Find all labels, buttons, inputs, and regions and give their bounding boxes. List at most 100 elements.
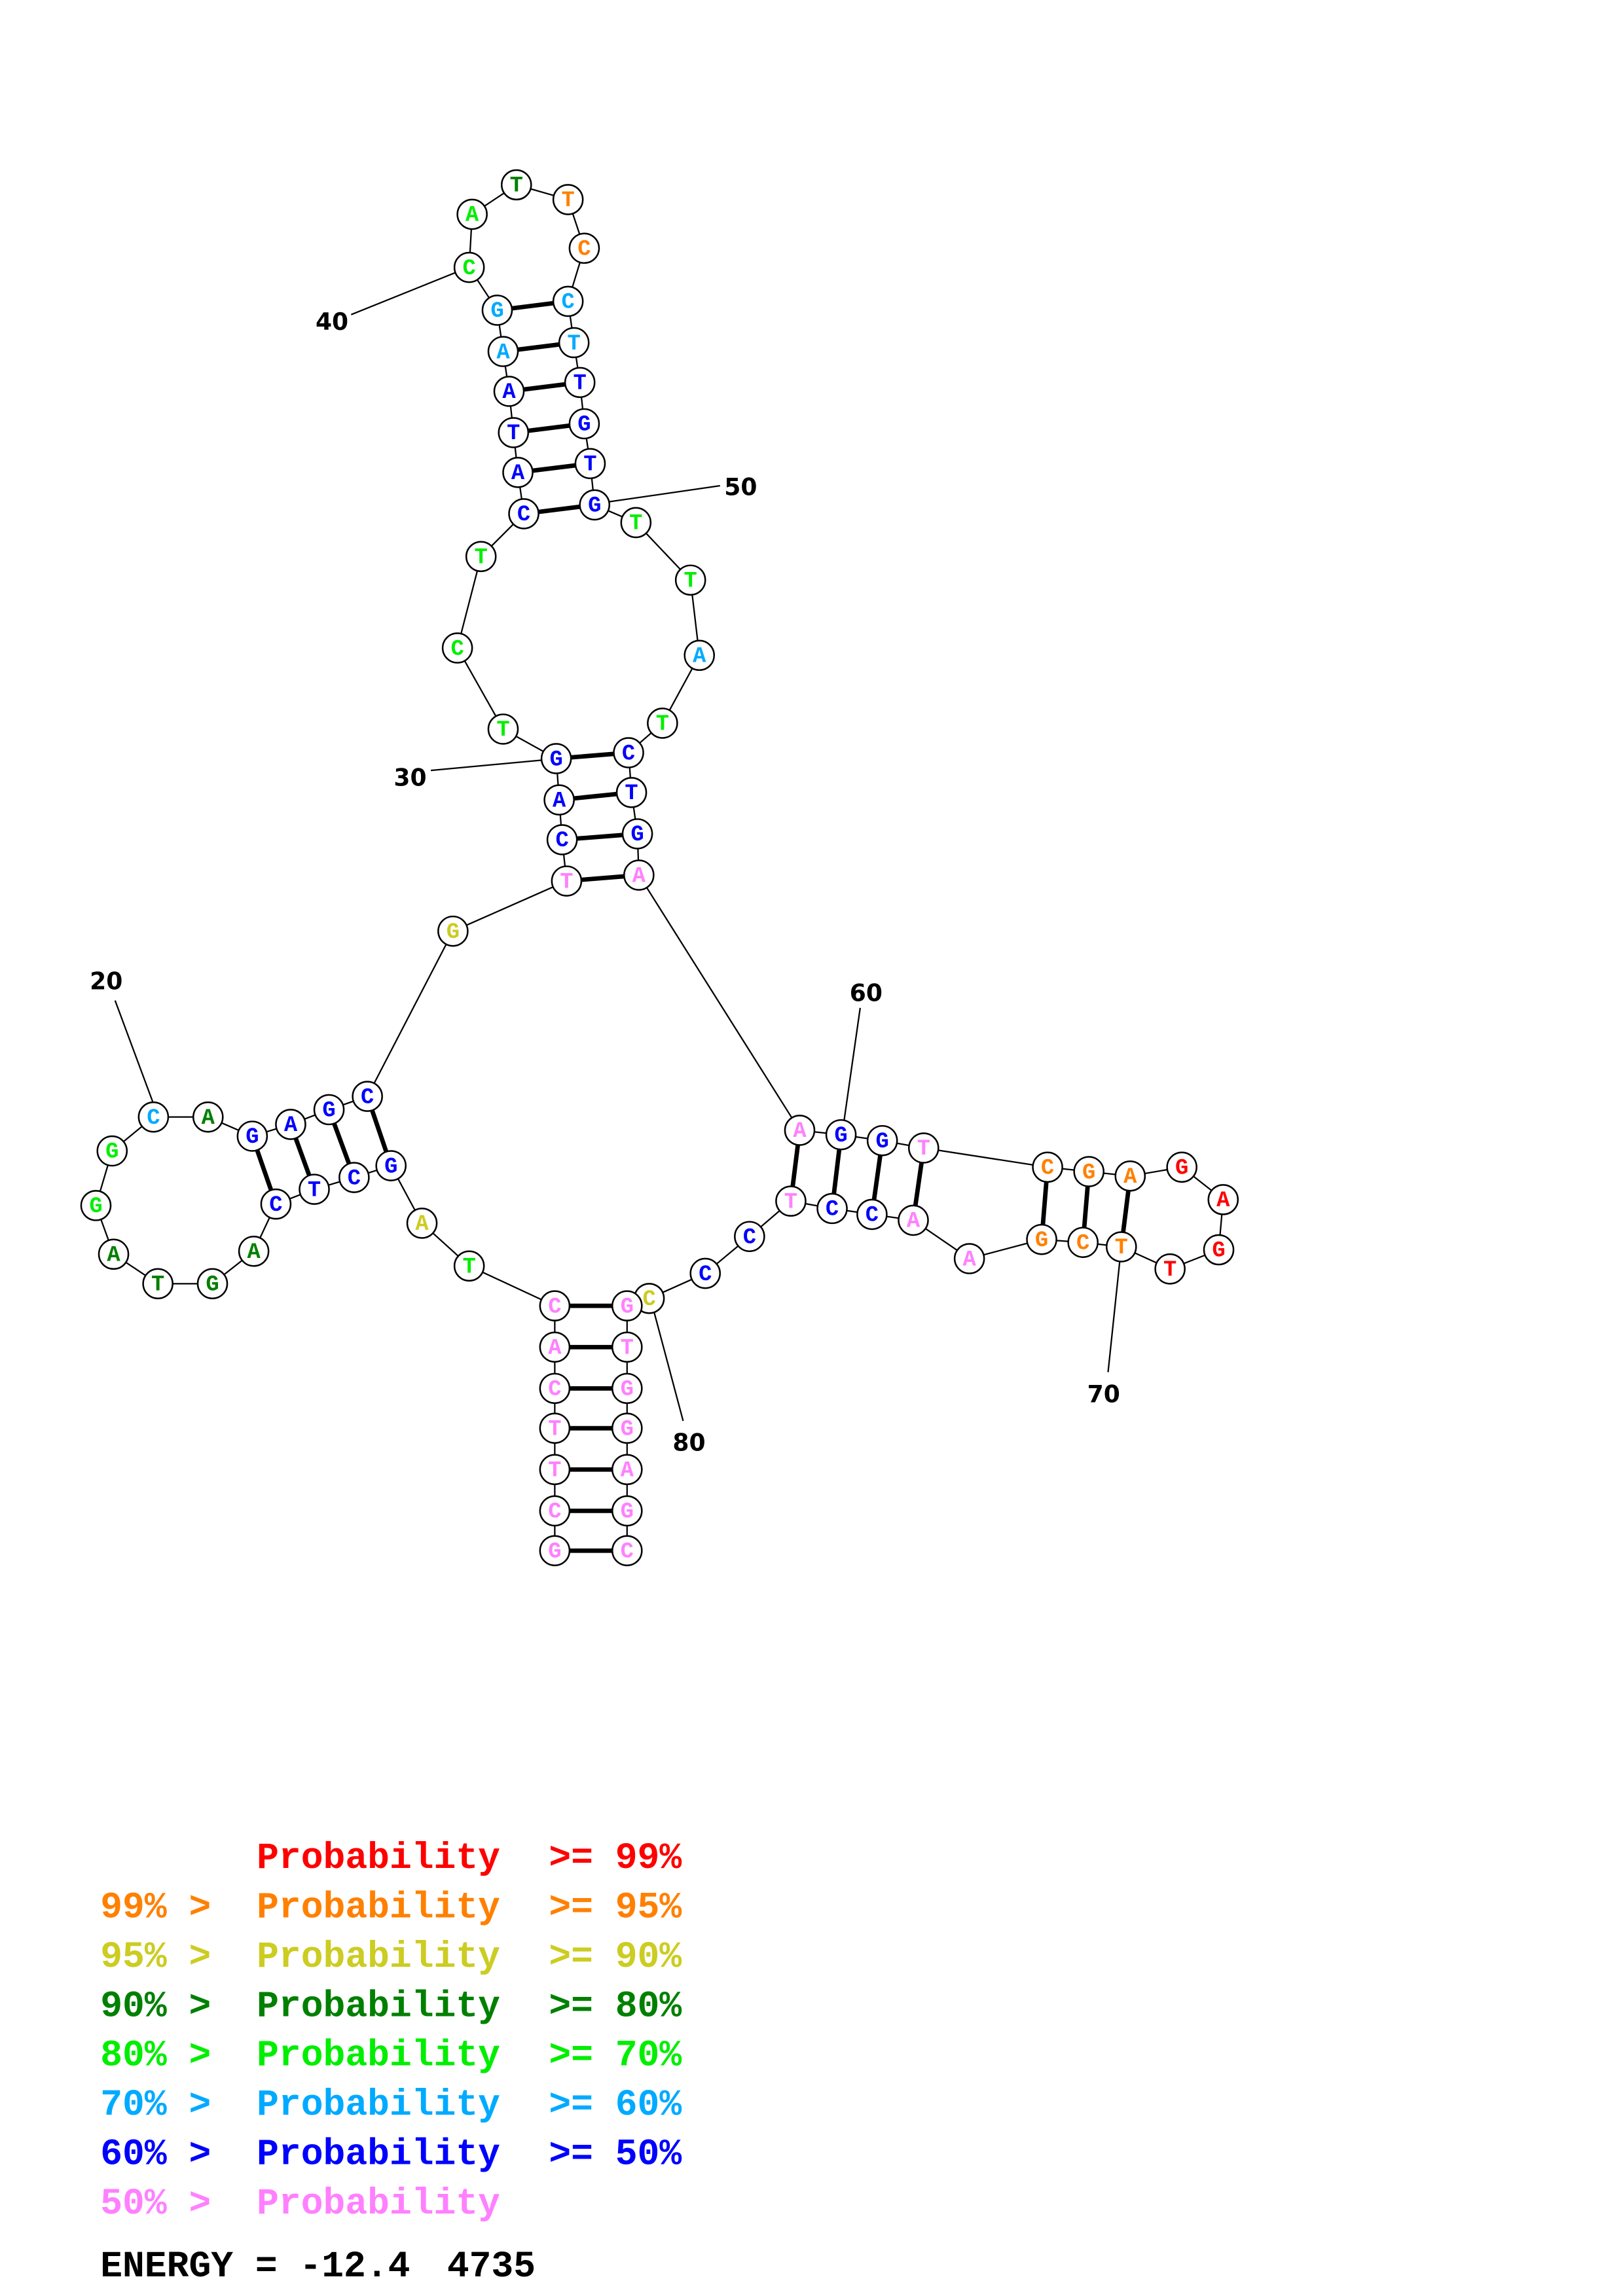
nucleotide-letter: C xyxy=(866,1204,879,1229)
backbone-segment xyxy=(469,1265,555,1307)
nucleotide-letter: A xyxy=(693,645,706,670)
nucleotide-circle xyxy=(574,448,606,480)
nucleotide: G xyxy=(313,1094,345,1126)
legend-threshold: >= 90% xyxy=(549,1936,682,1978)
nucleotide-circle xyxy=(98,1238,130,1270)
nucleotide-circle xyxy=(1114,1160,1146,1192)
nucleotide-circle xyxy=(543,784,575,816)
legend-entry: Probability >= 99% xyxy=(257,1837,682,1879)
position-label: 30 xyxy=(393,764,426,791)
nucleotide-circle xyxy=(568,232,600,264)
nucleotide-letter: T xyxy=(656,712,669,737)
nucleotide-letter: G xyxy=(1175,1157,1188,1181)
legend-prefix: 90% > xyxy=(100,1985,211,2027)
nucleotide: T xyxy=(299,1174,330,1205)
nucleotide: T xyxy=(487,713,519,745)
nucleotide: C xyxy=(613,737,644,768)
nucleotide: C xyxy=(441,632,473,664)
nucleotide-letter: A xyxy=(1216,1189,1230,1213)
nucleotide-letter: C xyxy=(621,1539,634,1564)
nucleotide-circle xyxy=(1032,1151,1063,1183)
nucleotide-letter: A xyxy=(415,1212,429,1237)
nucleotide-circle xyxy=(142,1268,173,1300)
nucleotide-letter: C xyxy=(699,1263,712,1287)
nucleotide-letter: T xyxy=(510,174,523,199)
nucleotide-letter: G xyxy=(549,747,562,772)
nucleotide-letter: A xyxy=(962,1247,976,1272)
nucleotide-letter: C xyxy=(147,1106,160,1131)
backbone-segment xyxy=(452,880,567,932)
nucleotide-circle xyxy=(437,915,469,947)
nucleotide-letter: A xyxy=(553,789,566,814)
nucleotide-letter: C xyxy=(562,291,575,315)
legend-label: Probability xyxy=(257,2035,500,2077)
nucleotide-circle xyxy=(539,1412,571,1444)
legend-prefix: 95% > xyxy=(100,1936,211,1978)
nucleotide-circle xyxy=(453,251,485,283)
nucleotide: G xyxy=(196,1268,228,1300)
nucleotide-circle xyxy=(564,367,596,399)
nucleotide-letter: T xyxy=(463,1255,476,1280)
nucleotide-letter: T xyxy=(1163,1258,1176,1283)
nucleotide-letter: T xyxy=(562,188,575,213)
nucleotide-circle xyxy=(1207,1184,1239,1215)
nucleotide: T xyxy=(551,865,583,897)
nucleotide-letter: A xyxy=(202,1106,215,1131)
nucleotide-circle xyxy=(689,1257,721,1289)
position-tick-line xyxy=(843,1007,861,1122)
nucleotide-circle xyxy=(684,639,715,672)
nucleotide-circle xyxy=(611,1290,643,1321)
legend-label: Probability xyxy=(257,1886,500,1928)
nucleotide: T xyxy=(615,777,647,808)
nucleotide-letter: G xyxy=(1035,1229,1048,1253)
nucleotide: G xyxy=(1026,1223,1057,1255)
nucleotide: A xyxy=(684,639,715,672)
legend-threshold: >= 80% xyxy=(549,1985,682,2027)
position-label: 70 xyxy=(1087,1380,1120,1408)
nucleotide-letter: A xyxy=(632,864,646,889)
legend-label: Probability xyxy=(257,1837,500,1879)
nucleotide: T xyxy=(498,417,530,448)
position-label: 40 xyxy=(316,308,348,336)
nucleotide-circle xyxy=(866,1124,898,1157)
nucleotide-letter: T xyxy=(568,332,581,357)
nucleotide: A xyxy=(502,457,534,488)
legend-entry: 70% >Probability>= 60% xyxy=(100,2084,682,2126)
nucleotide-circle xyxy=(620,507,652,539)
nucleotide-letter: C xyxy=(361,1085,374,1110)
nucleotide-circle xyxy=(456,198,488,230)
nucleotide-circle xyxy=(647,708,678,739)
nucleotide: G xyxy=(1203,1234,1235,1266)
nucleotide-letter: A xyxy=(502,380,516,405)
nucleotide-circle xyxy=(953,1243,985,1274)
nucleotide: T xyxy=(142,1268,173,1300)
nucleotide-letter: G xyxy=(206,1273,219,1298)
nucleotide: T xyxy=(564,367,596,399)
nucleotide-letter: G xyxy=(322,1099,335,1124)
nucleotide-circle xyxy=(487,713,519,745)
nucleotide: G xyxy=(540,743,572,774)
nucleotide-circle xyxy=(80,1190,112,1221)
nucleotide: C xyxy=(552,285,584,317)
legend-entry: 80% >Probability>= 70% xyxy=(100,2035,682,2077)
nucleotide: A xyxy=(611,1454,643,1486)
legend-threshold: >= 99% xyxy=(549,1837,682,1879)
nucleotide: A xyxy=(238,1235,270,1267)
legend-prefix: 99% > xyxy=(100,1886,211,1928)
nucleotide-letter: T xyxy=(574,372,587,397)
probability-legend: Probability>= 99%99% >Probability>= 95%9… xyxy=(100,1837,682,2225)
nucleotide: A xyxy=(623,859,655,891)
nucleotide-letter: C xyxy=(743,1225,756,1250)
nucleotide: T xyxy=(574,448,606,480)
nucleotide: A xyxy=(487,336,519,367)
nucleotide-letter: G xyxy=(447,920,460,945)
nucleotide: A xyxy=(406,1208,438,1239)
nucleotide-circle xyxy=(453,1250,485,1282)
nucleotide: A xyxy=(543,784,575,816)
legend-entry: 90% >Probability>= 80% xyxy=(100,1985,682,2027)
nucleotide-circle xyxy=(192,1101,224,1133)
legend-entry: 50% >Probability xyxy=(100,2183,500,2225)
nucleotide-circle xyxy=(539,1331,571,1363)
nucleotide: G xyxy=(611,1372,643,1405)
nucleotide-circle xyxy=(621,818,653,850)
